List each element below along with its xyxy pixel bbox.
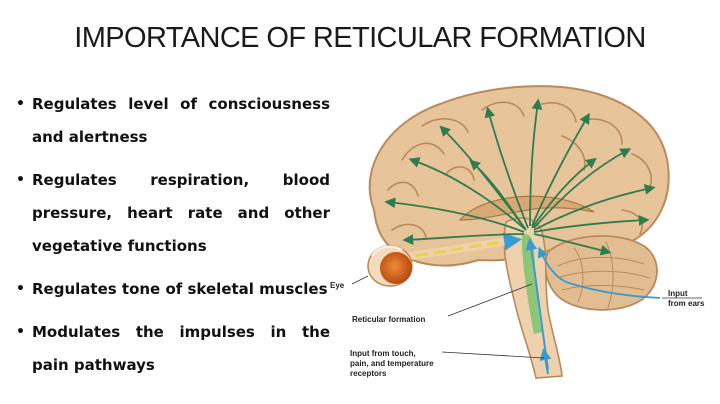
bullet-dot-icon: • [16, 172, 25, 188]
eye-icon [367, 245, 413, 287]
reticular-formation-strip [522, 233, 542, 334]
touch-input-pathway [525, 238, 549, 371]
cerebellum-shape [544, 235, 658, 311]
corpus-callosum [458, 195, 595, 221]
bullet-dot-icon: • [16, 324, 25, 340]
bullet-dot-icon: • [16, 281, 25, 297]
label-input-touch-2: pain, and temperature [350, 359, 434, 368]
label-input-ears-1: Input [668, 289, 688, 298]
bullet-consciousness: • Regulates level of consciousness and a… [16, 88, 330, 154]
bullet-text: Regulates level of consciousness and ale… [32, 95, 330, 146]
label-leader-lines [351, 275, 702, 359]
bullet-muscle-tone: • Regulates tone of skeletal muscles [16, 273, 330, 306]
bullet-text: Modulates the impulses in the pain pathw… [32, 323, 330, 374]
label-input-touch-3: receptors [350, 369, 387, 378]
brain-diagram: Eye Reticular formation Input from ears … [330, 85, 705, 379]
bullet-dot-icon: • [16, 96, 25, 112]
slide-title: IMPORTANCE OF RETICULAR FORMATION [74, 22, 646, 54]
bullet-vegetative-functions: • Regulates respiration, blood pressure,… [16, 164, 330, 263]
projection-arrows [384, 98, 656, 256]
label-input-touch-1: Input from touch, [350, 349, 416, 358]
bullet-text: Regulates tone of skeletal muscles [32, 280, 328, 298]
label-reticular-formation: Reticular formation [352, 315, 425, 324]
bullet-text: Regulates respiration, blood pressure, h… [32, 171, 330, 255]
touch-input-arrow-lower [539, 348, 552, 375]
bullet-list: • Regulates level of consciousness and a… [16, 88, 330, 392]
label-eye: Eye [330, 281, 345, 290]
label-input-ears-2: from ears [668, 299, 705, 308]
ear-input-pathway [537, 246, 661, 299]
bullet-pain-pathways: • Modulates the impulses in the pain pat… [16, 316, 330, 382]
